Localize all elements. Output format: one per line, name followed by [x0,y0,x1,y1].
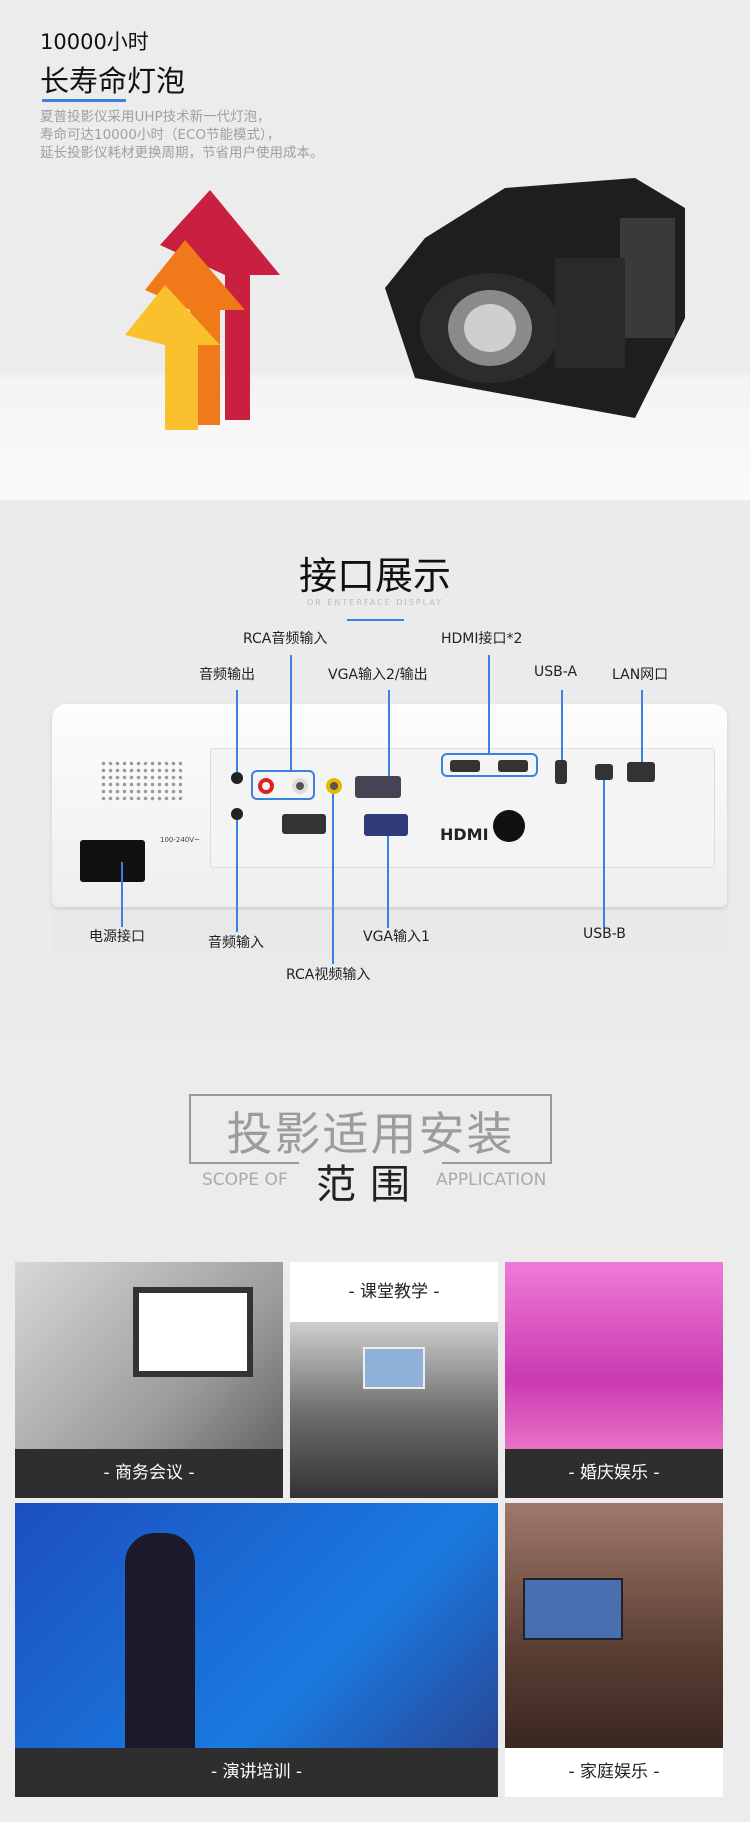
leader-line [561,690,563,760]
accent-bar [347,619,404,621]
scope-title: 投影适用安装 [226,1107,515,1161]
label-audio-in: 音频输入 [208,935,264,951]
label-vga1: VGA输入1 [363,929,430,945]
rca-yellow [326,778,342,794]
desc-line: 延长投影仪耗材更换周期，节省用户使用成本。 [40,145,324,161]
audio-in-jack [231,808,243,820]
leader-line [641,690,643,762]
tile-caption: - 家庭娱乐 - [505,1748,723,1797]
label-rca-audio-in: RCA音频输入 [243,631,328,647]
leader-line [332,794,334,964]
rs232-port [282,814,326,834]
leader-line [387,836,389,928]
label-vga2: VGA输入2/输出 [328,667,428,683]
ports-title: 接口展示 [298,554,451,598]
leader-line [388,690,390,776]
scope-en-right: APPLICATION [436,1170,547,1190]
scope-frame [189,1094,552,1164]
leader-line [603,780,605,928]
label-usb-a: USB-A [534,664,578,680]
whiteboard [133,1287,253,1377]
leader-line [236,690,238,772]
rca-highlight [251,770,315,800]
screen [523,1578,623,1640]
leader-line [290,655,292,770]
power-socket [80,840,145,882]
tile-caption: - 婚庆娱乐 - [505,1449,723,1498]
label-rca-video: RCA视频输入 [286,967,371,983]
arrows-up-icon [125,190,280,430]
label-audio-out: 音频输出 [199,667,255,683]
lan-port [627,762,655,782]
tile-caption: - 商务会议 - [15,1449,283,1498]
reflection [52,912,727,1012]
voltage-label: 100-240V~ [160,836,200,844]
screen [363,1347,425,1389]
hdmi-logo: HDMI [440,825,489,844]
desc-line: 夏普投影仪采用UHP技术新一代灯泡， [40,109,271,125]
speaker-grille [100,760,182,802]
hdmi1-port [498,760,528,772]
label-lan: LAN网口 [612,667,669,683]
audio-out-jack [231,772,243,784]
lens-hole [493,810,525,842]
rca-white [292,778,308,794]
accent-bar [42,99,126,102]
tile-business-meeting: - 商务会议 - [15,1262,283,1498]
tile-classroom: - 课堂教学 - [290,1262,498,1498]
desc-line: 寿命可达10000小时（ECO节能模式）， [40,127,281,143]
leader-line [488,655,490,753]
lamp-description: 夏普投影仪采用UHP技术新一代灯泡， 寿命可达10000小时（ECO节能模式），… [40,108,324,162]
rca-red [258,778,274,794]
label-power: 电源接口 [89,929,145,945]
speaker [125,1533,195,1748]
frame-line [442,1162,552,1164]
tile-home-theater: - 家庭娱乐 - [505,1503,723,1797]
scope-subtitle: 范围 [316,1162,424,1208]
frame-line [189,1162,299,1164]
hdmi-highlight [441,753,538,777]
hdmi2-port [450,760,480,772]
lamp-title: 长寿命灯泡 [40,64,186,98]
usb-a-port [555,760,567,784]
usb-b-port [595,764,613,780]
vga2-port [355,776,401,798]
label-usb-b: USB-B [583,926,626,942]
tile-caption: - 演讲培训 - [15,1748,498,1797]
ports-subtitle: OR ENTERFACE DISPLAY [306,598,444,607]
lamp-hours: 10000小时 [40,30,149,54]
vga1-port [364,814,408,836]
label-hdmi: HDMI接口*2 [441,631,523,647]
tile-speech-training: - 演讲培训 - [15,1503,498,1797]
tile-wedding: - 婚庆娱乐 - [505,1262,723,1498]
leader-line [236,820,238,932]
lamp-module-image [385,178,685,418]
tile-caption: - 课堂教学 - [290,1262,498,1322]
scope-en-left: SCOPE OF [202,1170,288,1190]
leader-line [121,862,123,927]
